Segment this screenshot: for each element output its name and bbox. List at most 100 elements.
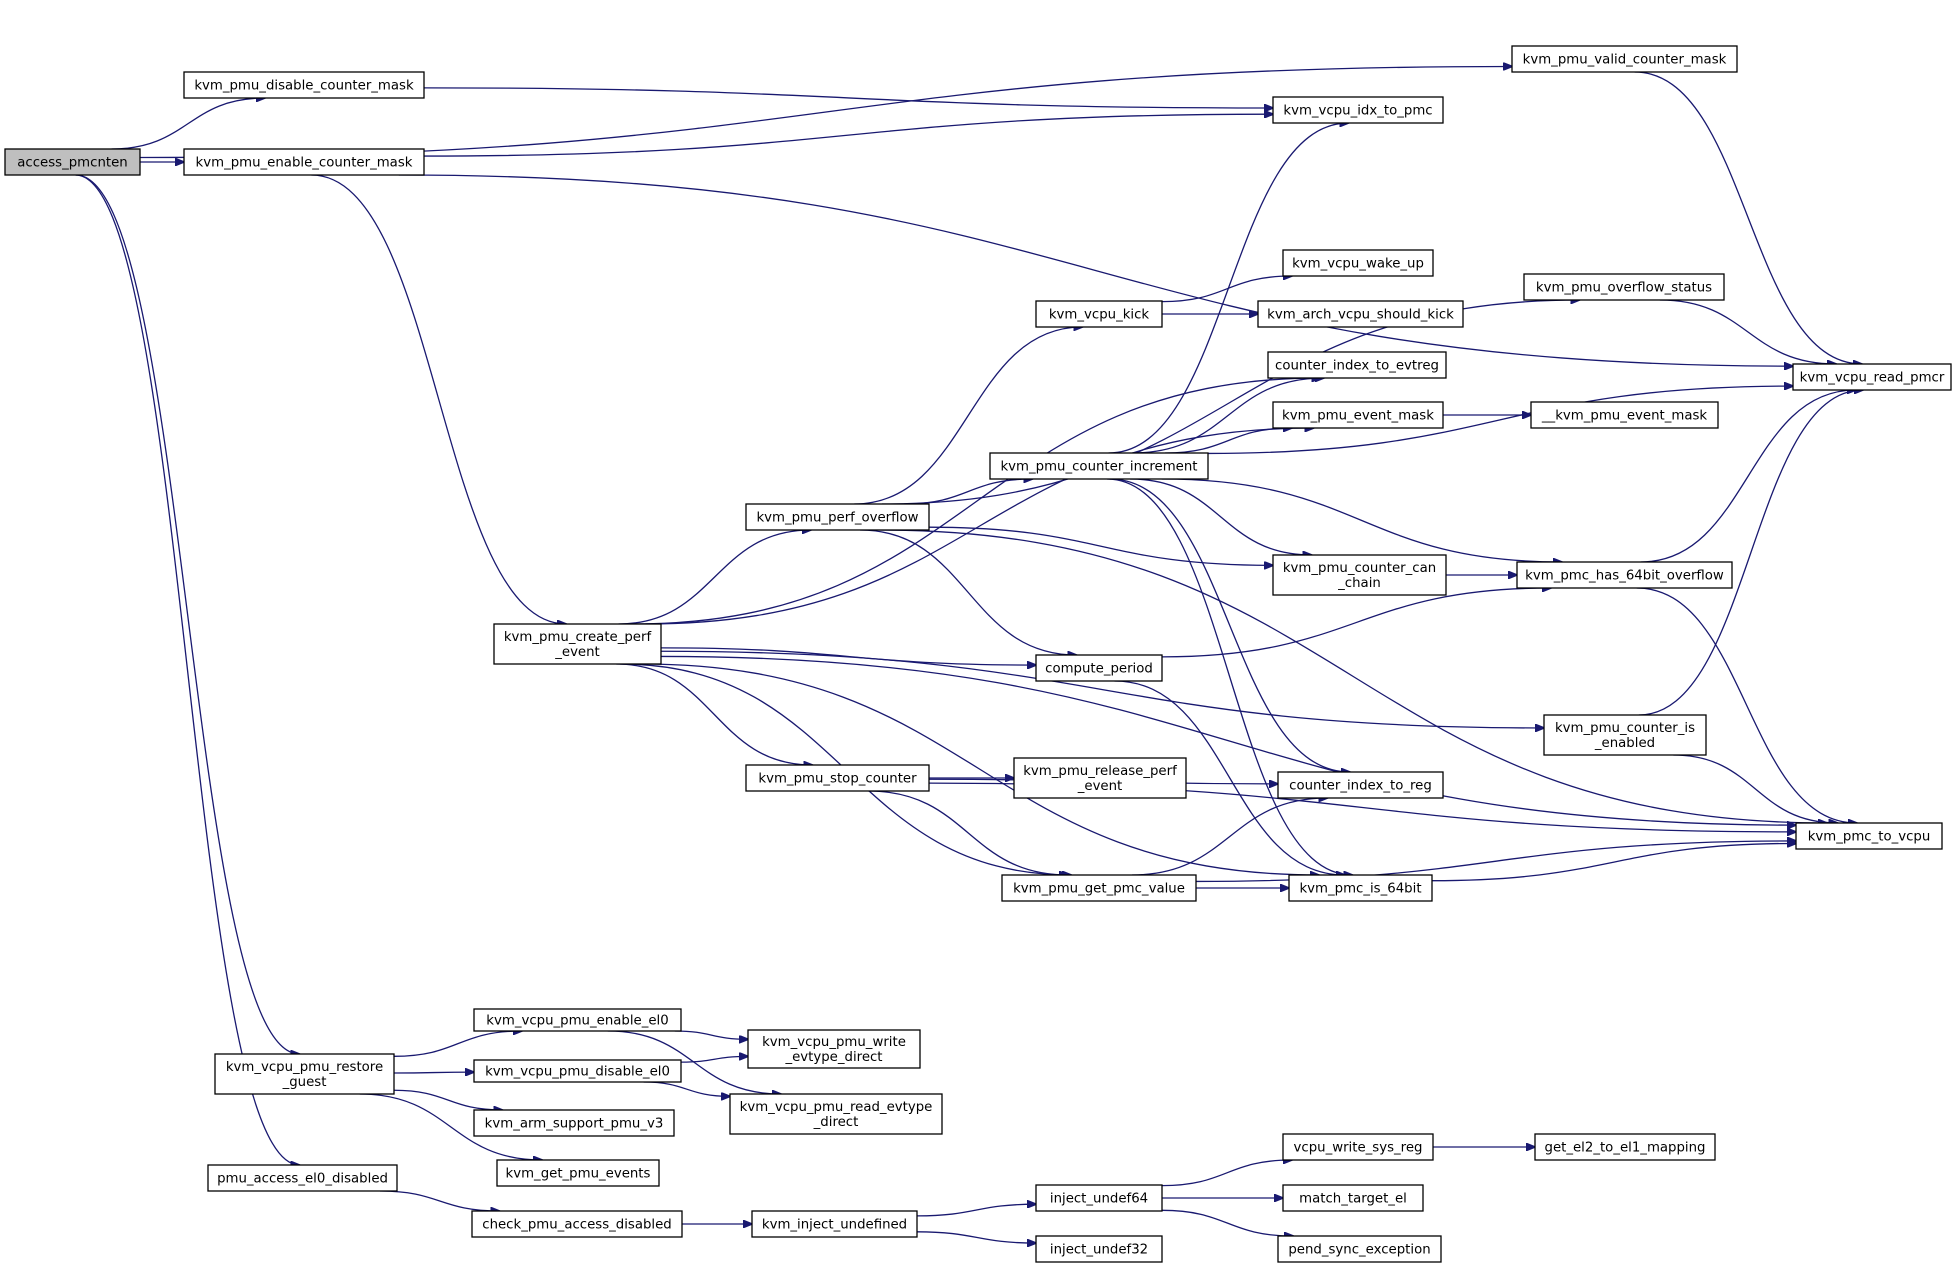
node-kvm_vcpu_pmu_restore_guest[interactable]: kvm_vcpu_pmu_restore_guest	[214, 1053, 395, 1095]
node-kvm_pmu_get_pmc_value[interactable]: kvm_pmu_get_pmc_value	[1001, 874, 1197, 902]
edge-kvm_pmu_perf_overflow-to-kvm_vcpu_kick	[854, 327, 1082, 505]
edge-kvm_vcpu_pmu_restore_guest-to-kvm_vcpu_pmu_disable_el0	[393, 1072, 474, 1073]
node-box-kvm_pmu_release_perf_event[interactable]	[1013, 757, 1187, 799]
edge-kvm_pmu_get_pmc_value-to-counter_index_to_reg	[1131, 798, 1327, 876]
node-kvm_pmu_valid_counter_mask[interactable]: kvm_pmu_valid_counter_mask	[1511, 45, 1738, 73]
node-label-match_target_el: match_target_el	[1299, 1192, 1407, 1207]
node-box-kvm_pmu_enable_counter_mask[interactable]	[183, 148, 425, 176]
node-label-kvm_arch_vcpu_should_kick: kvm_arch_vcpu_should_kick	[1267, 308, 1454, 323]
node-kvm_vcpu_wake_up[interactable]: kvm_vcpu_wake_up	[1282, 249, 1434, 277]
node-box-kvm_vcpu_pmu_enable_el0[interactable]	[473, 1008, 682, 1032]
node-kvm_pmu_enable_counter_mask[interactable]: kvm_pmu_enable_counter_mask	[183, 148, 425, 176]
node-match_target_el[interactable]: match_target_el	[1282, 1184, 1424, 1212]
node-box-check_pmu_access_disabled[interactable]	[471, 1210, 683, 1238]
node-box-kvm_vcpu_read_pmcr[interactable]	[1792, 363, 1952, 391]
node-kvm_vcpu_kick[interactable]: kvm_vcpu_kick	[1035, 300, 1163, 328]
node-box-kvm_vcpu_wake_up[interactable]	[1282, 249, 1434, 277]
node-box-kvm_pmc_to_vcpu[interactable]	[1795, 822, 1943, 850]
node-box-match_target_el[interactable]	[1282, 1184, 1424, 1212]
node-box-get_el2_to_el1_mapping[interactable]	[1534, 1133, 1716, 1161]
node-kvm_vcpu_pmu_disable_el0[interactable]: kvm_vcpu_pmu_disable_el0	[473, 1059, 682, 1083]
edge-kvm_pmu_perf_overflow-to-compute_period	[860, 529, 1076, 655]
node-box-inject_undef64[interactable]	[1035, 1184, 1163, 1212]
node-kvm_pmu_counter_can_chain[interactable]: kvm_pmu_counter_can_chain	[1272, 554, 1447, 596]
node-box-kvm_arch_vcpu_should_kick[interactable]	[1257, 300, 1464, 328]
node-kvm_pmu_counter_is_enabled[interactable]: kvm_pmu_counter_is_enabled	[1543, 714, 1707, 756]
node-kvm_pmu_perf_overflow[interactable]: kvm_pmu_perf_overflow	[745, 503, 930, 531]
node-kvm_vcpu_pmu_write_evtype_direct[interactable]: kvm_vcpu_pmu_write_evtype_direct	[747, 1029, 921, 1069]
node-box-__kvm_pmu_event_mask[interactable]	[1530, 401, 1719, 429]
node-box-compute_period[interactable]	[1035, 654, 1163, 682]
node-inject_undef32[interactable]: inject_undef32	[1035, 1235, 1163, 1263]
node-kvm_get_pmu_events[interactable]: kvm_get_pmu_events	[496, 1159, 660, 1187]
node-box-counter_index_to_evtreg[interactable]	[1267, 351, 1447, 379]
node-box-kvm_vcpu_pmu_read_evtype_direct[interactable]	[729, 1093, 943, 1135]
node-kvm_arm_support_pmu_v3[interactable]: kvm_arm_support_pmu_v3	[473, 1109, 675, 1137]
edge-kvm_pmu_create_perf_event-to-kvm_pmu_perf_overflow	[618, 530, 810, 625]
node-pmu_access_el0_disabled[interactable]: pmu_access_el0_disabled	[207, 1164, 398, 1192]
node-check_pmu_access_disabled[interactable]: check_pmu_access_disabled	[471, 1210, 683, 1238]
node-kvm_vcpu_pmu_read_evtype_direct[interactable]: kvm_vcpu_pmu_read_evtype_direct	[729, 1093, 943, 1135]
node-box-kvm_pmu_counter_increment[interactable]	[989, 452, 1209, 480]
node-box-kvm_pmc_has_64bit_overflow[interactable]	[1516, 561, 1733, 589]
node-__kvm_pmu_event_mask[interactable]: __kvm_pmu_event_mask	[1530, 401, 1719, 429]
node-access_pmcnten[interactable]: access_pmcnten	[4, 148, 141, 176]
node-box-kvm_pmu_counter_is_enabled[interactable]	[1543, 714, 1707, 756]
node-box-kvm_vcpu_pmu_restore_guest[interactable]	[214, 1053, 395, 1095]
node-label-kvm_pmu_counter_can_chain: kvm_pmu_counter_can	[1283, 561, 1436, 576]
node-box-kvm_pmu_stop_counter[interactable]	[745, 764, 930, 792]
node-kvm_pmc_has_64bit_overflow[interactable]: kvm_pmc_has_64bit_overflow	[1516, 561, 1733, 589]
node-pend_sync_exception[interactable]: pend_sync_exception	[1277, 1235, 1442, 1263]
node-kvm_pmu_stop_counter[interactable]: kvm_pmu_stop_counter	[745, 764, 930, 792]
node-box-kvm_get_pmu_events[interactable]	[496, 1159, 660, 1187]
node-box-kvm_pmu_disable_counter_mask[interactable]	[183, 71, 425, 99]
node-box-kvm_pmu_counter_can_chain[interactable]	[1272, 554, 1447, 596]
node-kvm_pmu_event_mask[interactable]: kvm_pmu_event_mask	[1272, 401, 1444, 429]
edge-kvm_vcpu_pmu_restore_guest-to-kvm_get_pmu_events	[359, 1093, 542, 1160]
node-counter_index_to_evtreg[interactable]: counter_index_to_evtreg	[1267, 351, 1447, 379]
node-box-kvm_vcpu_idx_to_pmc[interactable]	[1272, 96, 1444, 124]
node-box-counter_index_to_reg[interactable]	[1277, 771, 1444, 799]
node-box-inject_undef32[interactable]	[1035, 1235, 1163, 1263]
node-kvm_pmu_counter_increment[interactable]: kvm_pmu_counter_increment	[989, 452, 1209, 480]
node-box-kvm_pmu_get_pmc_value[interactable]	[1001, 874, 1197, 902]
edge-kvm_pmu_create_perf_event-to-kvm_pmu_stop_counter	[616, 663, 812, 765]
node-kvm_inject_undefined[interactable]: kvm_inject_undefined	[751, 1210, 918, 1238]
edge-kvm_inject_undefined-to-inject_undef32	[916, 1231, 1036, 1243]
node-kvm_vcpu_read_pmcr[interactable]: kvm_vcpu_read_pmcr	[1792, 363, 1952, 391]
node-kvm_pmc_is_64bit[interactable]: kvm_pmc_is_64bit	[1288, 874, 1433, 902]
node-box-kvm_pmu_create_perf_event[interactable]	[493, 623, 662, 665]
node-compute_period[interactable]: compute_period	[1035, 654, 1163, 682]
node-box-kvm_pmu_event_mask[interactable]	[1272, 401, 1444, 429]
node-box-kvm_arm_support_pmu_v3[interactable]	[473, 1109, 675, 1137]
node-box-vcpu_write_sys_reg[interactable]	[1282, 1133, 1434, 1161]
node-box-kvm_vcpu_kick[interactable]	[1035, 300, 1163, 328]
edge-kvm_pmu_perf_overflow-to-kvm_pmc_to_vcpu	[879, 529, 1827, 823]
node-box-pmu_access_el0_disabled[interactable]	[207, 1164, 398, 1192]
node-box-kvm_pmu_valid_counter_mask[interactable]	[1511, 45, 1738, 73]
node-inject_undef64[interactable]: inject_undef64	[1035, 1184, 1163, 1212]
node-box-kvm_pmu_overflow_status[interactable]	[1523, 273, 1725, 301]
node-kvm_vcpu_pmu_enable_el0[interactable]: kvm_vcpu_pmu_enable_el0	[473, 1008, 682, 1032]
node-box-kvm_inject_undefined[interactable]	[751, 1210, 918, 1238]
node-kvm_vcpu_idx_to_pmc[interactable]: kvm_vcpu_idx_to_pmc	[1272, 96, 1444, 124]
node-box-access_pmcnten[interactable]	[4, 148, 141, 176]
node-kvm_pmc_to_vcpu[interactable]: kvm_pmc_to_vcpu	[1795, 822, 1943, 850]
node-get_el2_to_el1_mapping[interactable]: get_el2_to_el1_mapping	[1534, 1133, 1716, 1161]
edge-kvm_pmu_create_perf_event-to-kvm_pmc_to_vcpu	[660, 655, 1796, 825]
node-box-kvm_vcpu_pmu_disable_el0[interactable]	[473, 1059, 682, 1083]
node-kvm_pmu_create_perf_event[interactable]: kvm_pmu_create_perf_event	[493, 623, 662, 665]
node-kvm_arch_vcpu_should_kick[interactable]: kvm_arch_vcpu_should_kick	[1257, 300, 1464, 328]
node-kvm_pmu_overflow_status[interactable]: kvm_pmu_overflow_status	[1523, 273, 1725, 301]
node-box-kvm_vcpu_pmu_write_evtype_direct[interactable]	[747, 1029, 921, 1069]
node-kvm_pmu_release_perf_event[interactable]: kvm_pmu_release_perf_event	[1013, 757, 1187, 799]
node-counter_index_to_reg[interactable]: counter_index_to_reg	[1277, 771, 1444, 799]
node-label-vcpu_write_sys_reg: vcpu_write_sys_reg	[1294, 1141, 1423, 1156]
node-vcpu_write_sys_reg[interactable]: vcpu_write_sys_reg	[1282, 1133, 1434, 1161]
node-box-kvm_pmc_is_64bit[interactable]	[1288, 874, 1433, 902]
node-box-pend_sync_exception[interactable]	[1277, 1235, 1442, 1263]
node-kvm_pmu_disable_counter_mask[interactable]: kvm_pmu_disable_counter_mask	[183, 71, 425, 99]
node-box-kvm_pmu_perf_overflow[interactable]	[745, 503, 930, 531]
node-label-kvm_vcpu_pmu_read_evtype_direct: _direct	[813, 1115, 859, 1130]
